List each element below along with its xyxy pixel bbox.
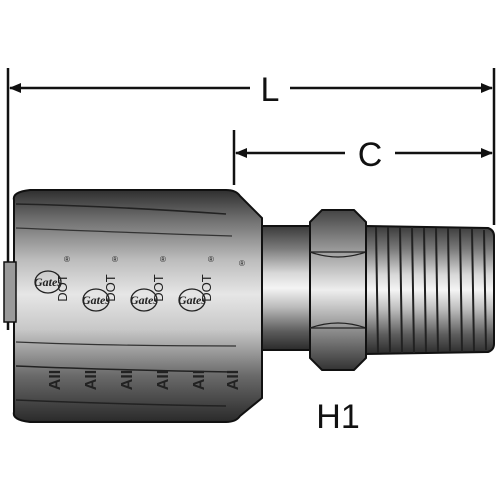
marking-column-3: Gates DOT ® (130, 255, 166, 312)
gates-logo: Gates (82, 293, 110, 307)
rib-mark: AII (119, 370, 136, 390)
registered-mark: ® (239, 259, 245, 268)
dimension-label-l: L (261, 71, 280, 109)
gates-logo: Gates (34, 275, 62, 289)
dot-mark: DOT (55, 274, 70, 302)
rib-mark: AII (191, 370, 208, 390)
registered-mark: ® (64, 255, 70, 264)
registered-mark: ® (160, 255, 166, 264)
dot-mark: DOT (199, 274, 214, 302)
ferrule (3, 189, 263, 423)
gates-logo: Gates (130, 293, 158, 307)
fitting-neck (261, 225, 311, 351)
hex-nut (309, 209, 367, 371)
marking-column-5: ® (239, 259, 245, 268)
registered-mark: ® (112, 255, 118, 264)
registered-mark: ® (208, 255, 214, 264)
dimension-label-c: C (358, 136, 383, 174)
marking-column-2: Gates DOT ® (82, 255, 118, 312)
marking-column-1: Gates DOT ® (34, 255, 70, 302)
marking-column-4: Gates DOT ® (178, 255, 214, 312)
gates-logo: Gates (178, 293, 206, 307)
dot-mark: DOT (103, 274, 118, 302)
dot-mark: DOT (151, 274, 166, 302)
rib-mark: AII (83, 370, 100, 390)
ferrule-markings: Gates DOT ® Gates DOT ® Gates DOT ® Gate… (34, 255, 245, 390)
rib-mark: AII (225, 370, 242, 390)
dimension-label-h1: H1 (316, 398, 359, 436)
rib-mark: AII (47, 370, 64, 390)
rib-mark: AII (155, 370, 172, 390)
threaded-end (365, 224, 495, 356)
